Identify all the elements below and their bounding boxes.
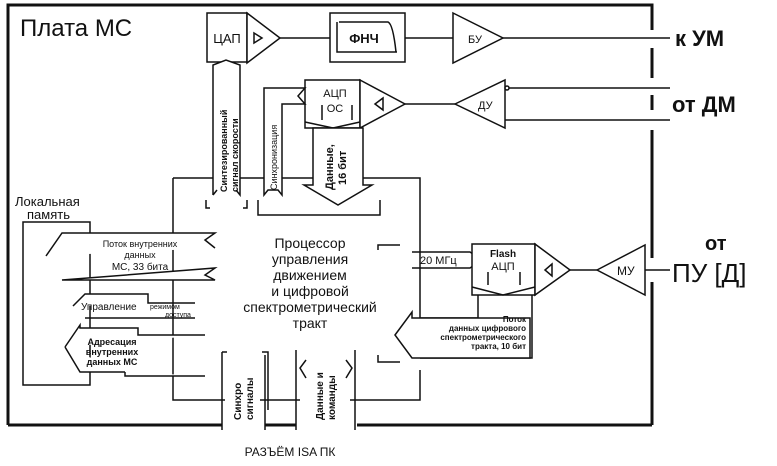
from-pu-label: от xyxy=(705,233,727,255)
speed-signal-label-2: сигнал скорости xyxy=(230,118,240,192)
local-memory-label: Локальная xyxy=(15,194,80,209)
from-dm-label: от ДМ xyxy=(672,92,736,117)
addressing-arrow xyxy=(64,322,205,377)
isa-connector-label: РАЗЪЁМ ISA ПК xyxy=(245,445,336,459)
svg-text:Данные и: Данные и xyxy=(315,372,326,420)
internal-flow-label: Поток внутренних xyxy=(103,239,178,249)
spectro-flow-label-4: тракта, 10 бит xyxy=(471,342,526,351)
local-memory-label-2: память xyxy=(27,207,70,222)
processor-outline xyxy=(172,177,421,401)
mu-label: МУ xyxy=(617,264,635,278)
sync-signals-arrow: Синхро сигналы xyxy=(233,378,256,420)
svg-text:тракт: тракт xyxy=(293,315,328,331)
access-control-label-2: режимом xyxy=(150,304,180,311)
access-control-label: Управление xyxy=(81,302,137,313)
board-frame xyxy=(6,3,654,427)
lpf-label: ФНЧ xyxy=(349,31,379,46)
lpf-block xyxy=(329,12,406,63)
flash-adc-label-2: АЦП xyxy=(491,261,514,273)
addressing-label-3: данных МС xyxy=(87,357,138,367)
svg-text:сигналы: сигналы xyxy=(245,378,256,420)
dac-amplifier xyxy=(246,11,282,65)
access-control-label-3: доступа xyxy=(165,312,191,319)
spectro-flow-arrow xyxy=(394,309,531,359)
svg-text:управления: управления xyxy=(272,251,348,267)
sync-arrow xyxy=(263,87,307,198)
board-title: Плата МС xyxy=(20,15,132,42)
pu-d-label: ПУ [Д] xyxy=(672,258,746,288)
adc-os-label: АЦП xyxy=(323,88,346,100)
du-amplifier xyxy=(453,78,506,130)
spectro-flow-label: Поток xyxy=(503,315,527,324)
adc-os-label-2: ОС xyxy=(327,103,344,115)
internal-flow-label-2: данных xyxy=(124,250,156,260)
access-control-arrow xyxy=(72,293,195,319)
addressing-label: Адресация xyxy=(87,337,136,347)
svg-text:команды: команды xyxy=(327,375,338,420)
spectro-flow-label-2: данных цифрового xyxy=(449,324,526,333)
data16-label: Данные, xyxy=(324,144,336,190)
to-um-label: к УМ xyxy=(675,26,724,51)
processor-label: Процессор управления движением и цифрово… xyxy=(243,235,376,331)
internal-flow-arrow xyxy=(45,232,218,281)
flash-adc-block xyxy=(471,243,536,296)
internal-flow-label-3: МС, 33 бита xyxy=(112,261,169,273)
data16-arrow xyxy=(301,127,375,206)
dac-block xyxy=(206,12,248,63)
clock-label: 20 МГц xyxy=(420,255,457,267)
svg-text:Процессор: Процессор xyxy=(274,235,345,251)
addressing-label-2: внутренних xyxy=(86,347,138,357)
dac-label: ЦАП xyxy=(213,31,241,46)
speed-signal-arrow xyxy=(212,59,241,198)
data-commands-arrow: Данные и команды xyxy=(315,372,338,420)
du-label: ДУ xyxy=(478,100,494,112)
flash-adc-label: Flash xyxy=(490,249,516,260)
sync-label: Синхронизация xyxy=(269,125,279,190)
svg-text:Синхро: Синхро xyxy=(233,383,244,420)
bu-label: БУ xyxy=(468,34,483,46)
bu-amplifier xyxy=(452,11,505,65)
svg-text:движением: движением xyxy=(273,267,347,283)
speed-signal-label: Синтезированный xyxy=(219,110,229,192)
svg-text:спектрометрический: спектрометрический xyxy=(243,299,376,315)
svg-text:и цифровой: и цифровой xyxy=(271,283,349,299)
spectro-flow-label-3: спектрометрического xyxy=(440,333,526,342)
data16-label-2: 16 бит xyxy=(337,150,349,185)
